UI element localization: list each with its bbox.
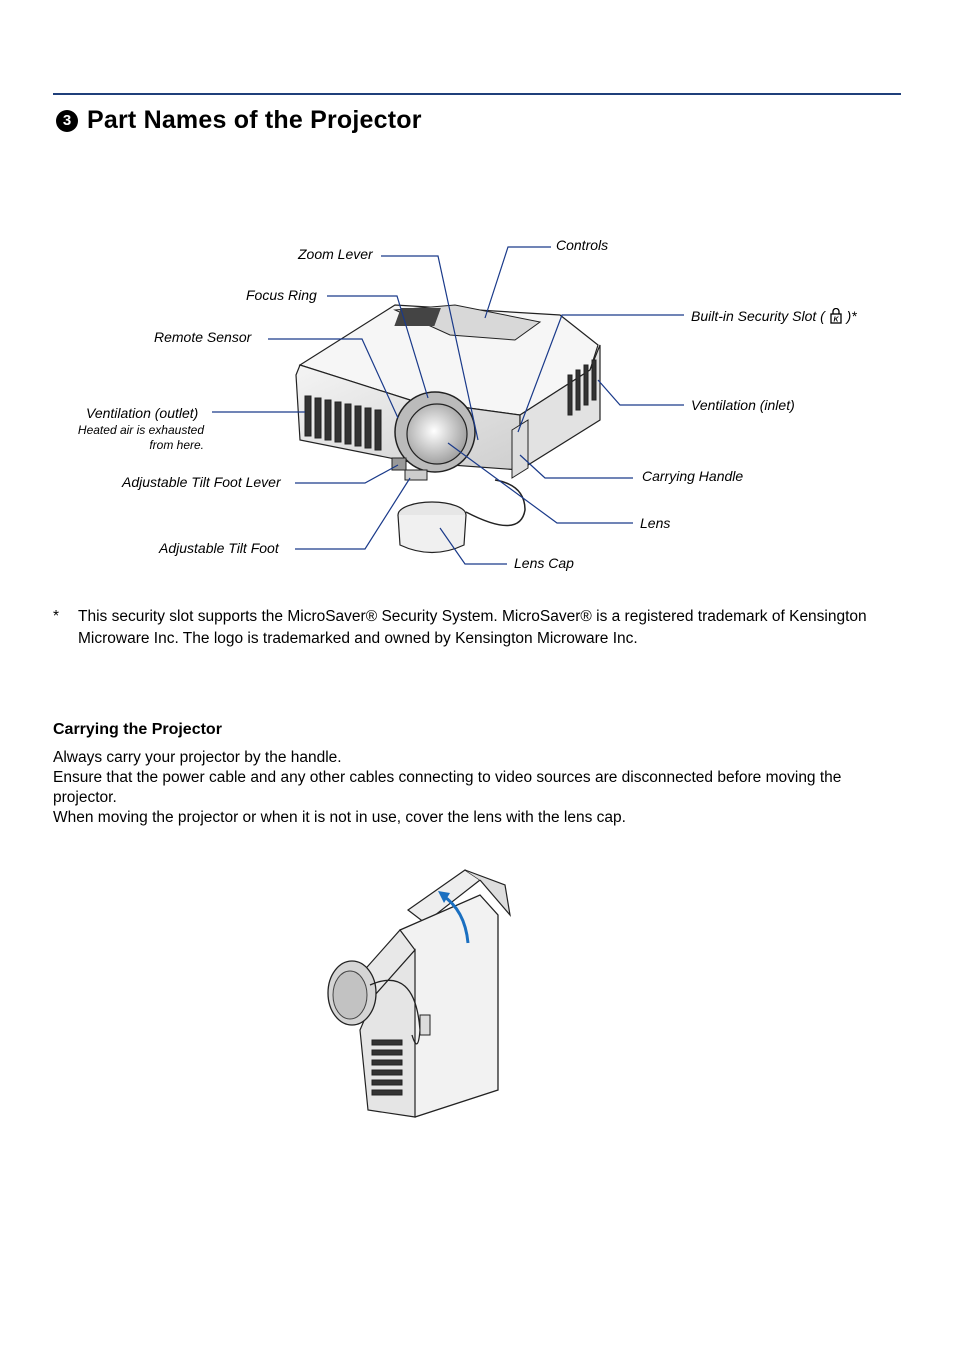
header-rule (53, 93, 901, 95)
leader-lens (447, 442, 633, 524)
label-ventilation-inlet: Ventilation (inlet) (691, 397, 795, 413)
label-security-slot: Built-in Security Slot ( K )* (691, 307, 857, 327)
carrying-illustration (327, 869, 511, 1118)
carrying-paragraph: Ensure that the power cable and any othe… (53, 769, 842, 806)
footnote: * This security slot supports the MicroS… (53, 606, 903, 650)
label-tilt-foot: Adjustable Tilt Foot (159, 540, 279, 556)
leader-carrying-handle (519, 454, 633, 479)
label-security-slot-suffix: )* (846, 308, 857, 324)
label-security-slot-text: Built-in Security Slot ( (691, 308, 825, 324)
page-heading: 3 Part Names of the Projector (56, 106, 422, 135)
footnote-text: This security slot supports the MicroSav… (78, 608, 867, 647)
projector-body (295, 304, 601, 554)
projector-diagram (212, 246, 684, 565)
leader-ventilation-inlet (597, 379, 684, 406)
carrying-paragraph: When moving the projector or when it is … (53, 809, 626, 826)
leader-controls (484, 246, 551, 319)
label-ventilation-outlet-note-1: Heated air is exhausted (77, 423, 204, 437)
page-title: Part Names of the Projector (87, 106, 422, 134)
label-focus-ring: Focus Ring (246, 287, 317, 303)
section-subtitle: Carrying the Projector (53, 721, 222, 738)
carrying-paragraph: Always carry your projector by the handl… (53, 749, 342, 766)
leader-tilt-foot-lever (295, 464, 399, 484)
leader-zoom-lever (381, 255, 479, 441)
carrying-instructions: Always carry your projector by the handl… (53, 748, 908, 828)
leader-focus-ring (327, 295, 429, 399)
leader-remote-sensor (268, 338, 399, 419)
leader-security-slot (517, 314, 684, 433)
footnote-marker: * (53, 608, 60, 625)
label-controls: Controls (556, 237, 609, 253)
label-carrying-handle: Carrying Handle (642, 468, 744, 484)
label-ventilation-outlet-note-2: from here. (149, 438, 204, 452)
svg-text:K: K (833, 317, 839, 324)
label-tilt-foot-lever: Adjustable Tilt Foot Lever (122, 474, 281, 490)
label-lens: Lens (640, 515, 671, 531)
label-lens-cap: Lens Cap (514, 555, 574, 571)
leader-lens-cap (439, 527, 507, 565)
label-ventilation-outlet: Ventilation (outlet) (86, 405, 199, 421)
label-zoom-lever: Zoom Lever (298, 246, 373, 262)
leader-tilt-foot (295, 477, 411, 550)
label-remote-sensor: Remote Sensor (154, 329, 252, 345)
kensington-lock-icon: K (830, 307, 842, 327)
section-number-badge: 3 (56, 109, 78, 132)
